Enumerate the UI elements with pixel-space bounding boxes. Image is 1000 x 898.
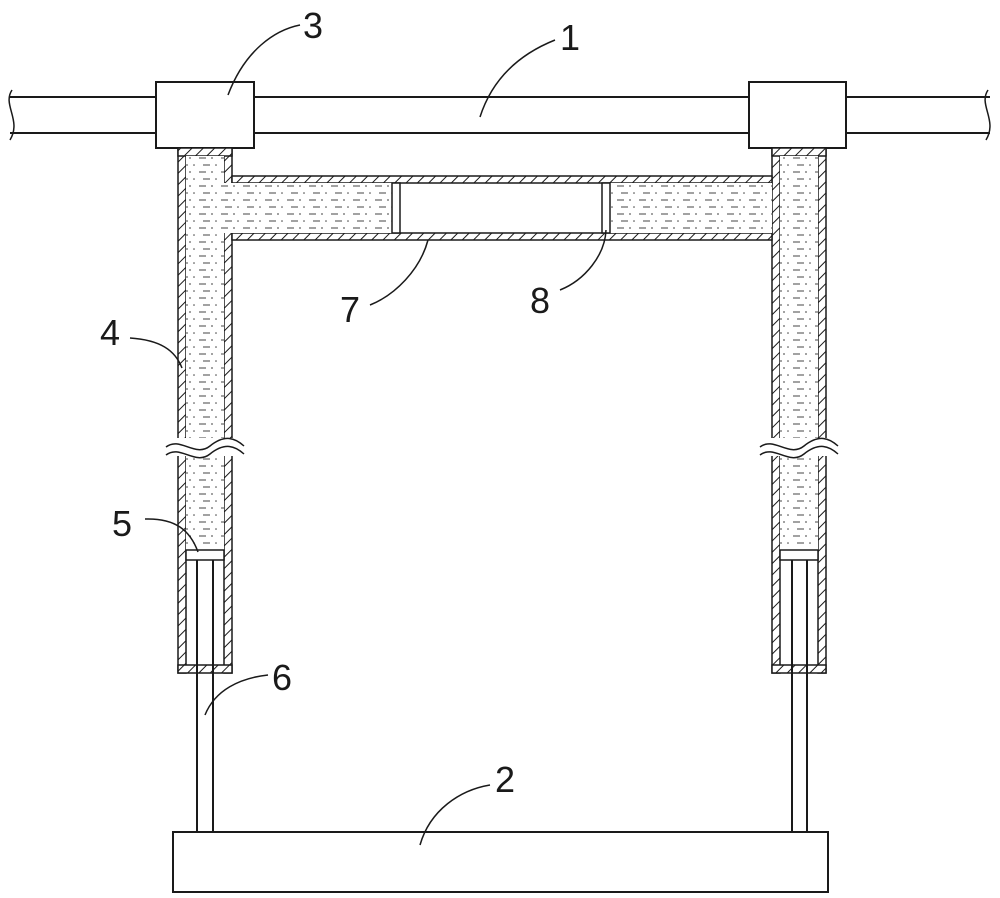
label-partition: 8: [530, 280, 550, 321]
partition-right: [601, 182, 611, 234]
base-plate: [172, 831, 829, 893]
label-piston: 5: [112, 503, 132, 544]
piston-left: [185, 549, 225, 561]
leader-lines: [129, 24, 607, 846]
label-rod: 6: [272, 657, 292, 698]
label-cylinder: 4: [100, 312, 120, 353]
slider-right: [748, 81, 847, 149]
rod-right: [791, 560, 808, 832]
cylinder-right: [759, 147, 839, 674]
cylinder-left: [165, 147, 245, 674]
label-base-plate: 2: [495, 759, 515, 800]
piston-right: [779, 549, 819, 561]
slider-left: [155, 81, 255, 149]
partition-left: [391, 182, 401, 234]
cross-tube: [224, 175, 773, 241]
label-slider: 3: [303, 5, 323, 46]
rod-left: [196, 560, 214, 832]
label-rail: 1: [560, 17, 580, 58]
label-cross-tube: 7: [340, 289, 360, 330]
